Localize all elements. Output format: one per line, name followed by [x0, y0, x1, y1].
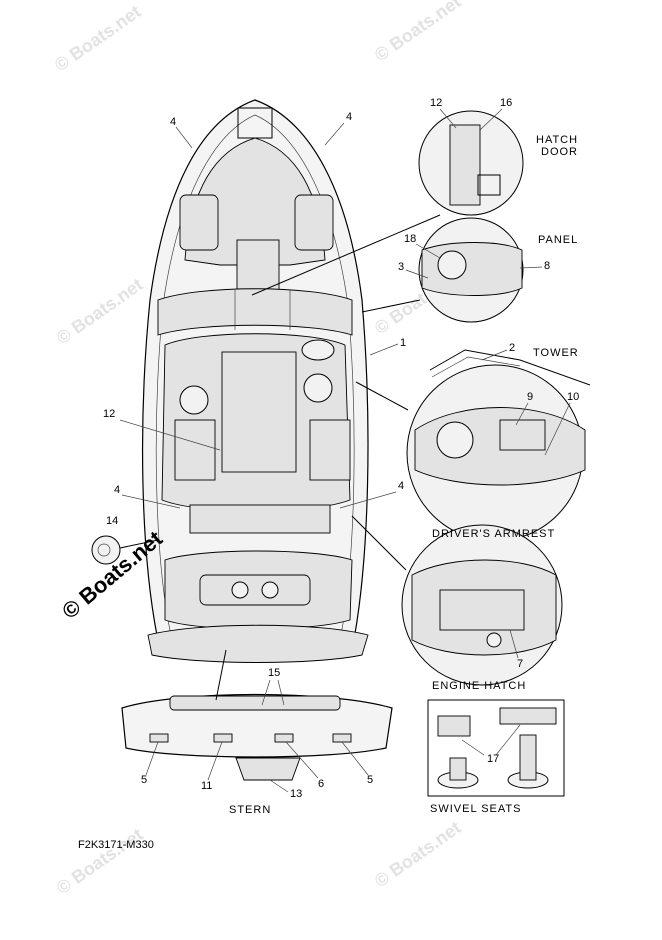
watermark: © Boats.net — [53, 824, 147, 898]
tower-detail — [429, 349, 591, 386]
callout: 9 — [527, 391, 533, 403]
swivel-seats-detail — [427, 699, 565, 797]
callout: 4 — [170, 116, 176, 128]
engine-hatch-detail — [351, 515, 563, 686]
callout: 4 — [346, 111, 352, 123]
callout: 15 — [268, 667, 280, 679]
callout: 2 — [509, 342, 515, 354]
stern-view — [121, 649, 393, 781]
watermark: © Boats.net — [53, 274, 147, 348]
callout: 12 — [430, 97, 442, 109]
item-14-detail — [91, 535, 159, 565]
callout: 1 — [400, 337, 406, 349]
callouts: 4 4 12 16 18 3 8 1 2 9 10 12 4 4 14 7 15… — [103, 97, 579, 800]
watermark: © Boats.net — [371, 0, 465, 65]
callout: 7 — [517, 658, 523, 670]
callout: 12 — [103, 408, 115, 420]
callout: 3 — [398, 261, 404, 273]
label-door: DOOR — [541, 146, 578, 158]
label-panel: PANEL — [538, 234, 578, 246]
figure-code: F2K3171-M330 — [78, 839, 154, 851]
callout: 11 — [201, 780, 212, 792]
label-hatch: HATCH — [536, 134, 578, 146]
label-tower: TOWER — [533, 347, 579, 359]
callout: 8 — [544, 260, 550, 272]
hatch-door-detail — [251, 110, 524, 296]
boat-top-view — [141, 99, 369, 663]
panel-detail — [361, 217, 524, 323]
callout: 4 — [114, 484, 120, 496]
callout: 5 — [141, 774, 147, 786]
callout: 17 — [487, 753, 499, 765]
callout: 5 — [367, 774, 373, 786]
watermark: © Boats.net — [51, 1, 145, 75]
callout: 16 — [500, 97, 512, 109]
callout: 4 — [398, 480, 404, 492]
callout: 18 — [404, 233, 416, 245]
callout: 10 — [567, 391, 579, 403]
callout: 13 — [290, 788, 302, 800]
drivers-armrest-detail — [355, 364, 586, 542]
label-stern: STERN — [229, 804, 271, 816]
label-engine-hatch: ENGINE HATCH — [432, 680, 526, 692]
label-swivel-seats: SWIVEL SEATS — [430, 803, 521, 815]
watermark: © Boats.net — [371, 817, 465, 891]
label-drivers-armrest: DRIVER'S ARMREST — [432, 528, 555, 540]
callout: 6 — [318, 778, 324, 790]
callout: 14 — [106, 515, 118, 527]
